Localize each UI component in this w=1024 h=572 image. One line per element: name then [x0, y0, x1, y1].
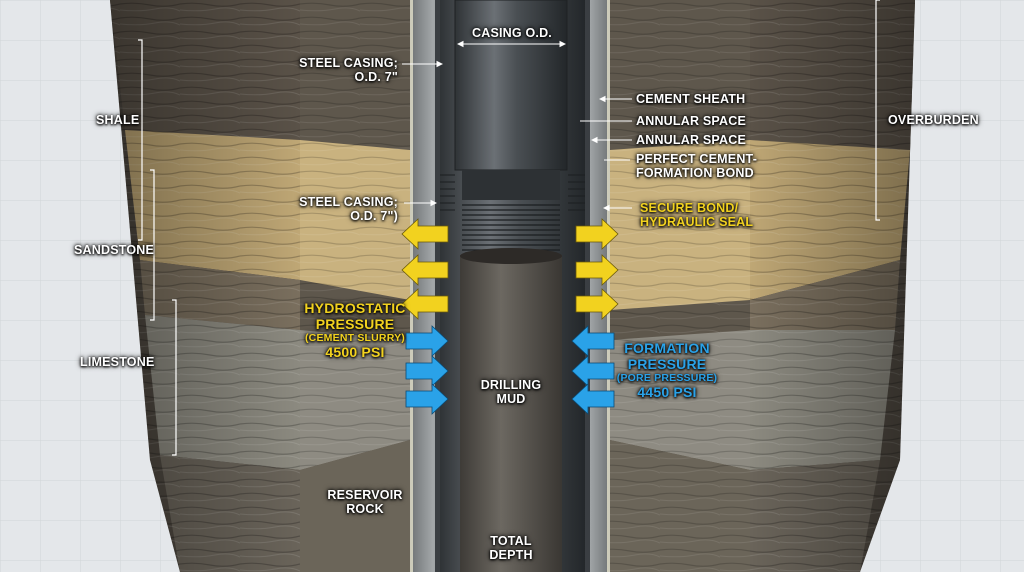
shale-label: SHALE [96, 113, 140, 127]
total-depth-label: TOTAL DEPTH [489, 534, 533, 562]
reservoir-rock-label: RESERVOIR ROCK [327, 488, 403, 516]
drilling-mud-column [460, 248, 562, 572]
secure-bond-label: SECURE BOND/ HYDRAULIC SEAL [640, 201, 754, 229]
annular-space-label-1: ANNULAR SPACE [636, 114, 747, 128]
formation-arrows-left [405, 325, 449, 415]
steel-casing-label-bottom: STEEL CASING; O.D. 7") [299, 195, 398, 223]
left-rock-block [110, 0, 410, 572]
depth-brackets [138, 0, 880, 456]
hydrostatic-pressure-label: HYDROSTATIC PRESSURE (CEMENT SLURRY) 450… [304, 300, 406, 360]
formation-pressure-label: FORMATION PRESSURE (PORE PRESSURE) 4450 … [616, 340, 718, 400]
hydrostatic-arrows [401, 218, 449, 320]
steel-casing-label-top: STEEL CASING; O.D. 7" [299, 56, 398, 84]
limestone-label: LIMESTONE [80, 355, 155, 369]
hydrostatic-arrows-right [575, 218, 619, 320]
perfect-bond-label: PERFECT CEMENT- FORMATION BOND [636, 152, 758, 180]
right-rock-block [610, 0, 915, 572]
overburden-label: OVERBURDEN [888, 113, 979, 127]
drilling-mud-label: DRILLING MUD [480, 378, 542, 406]
annular-space-label-2: ANNULAR SPACE [636, 133, 747, 147]
sandstone-label: SANDSTONE [74, 243, 155, 257]
leader-lines [402, 40, 632, 212]
casing-od-label: CASING O.D. [472, 26, 552, 40]
cement-sheath-label: CEMENT SHEATH [636, 92, 746, 106]
formation-arrows-right [571, 325, 615, 415]
